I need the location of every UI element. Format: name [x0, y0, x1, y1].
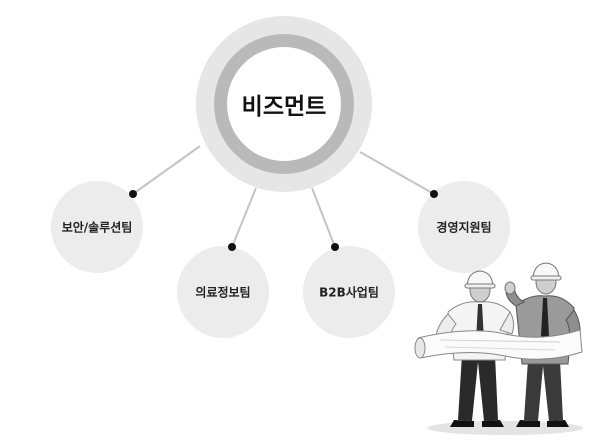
center-inner — [227, 47, 341, 161]
dot-management — [430, 190, 438, 198]
node-security — [51, 181, 143, 273]
node-label-b2b: B2B사업팀 — [319, 285, 379, 300]
connector-management — [359, 151, 435, 195]
node-management — [418, 181, 510, 273]
node-medical — [177, 246, 269, 338]
connector-security — [132, 145, 201, 195]
connector-b2b — [311, 187, 336, 248]
dot-security — [129, 190, 137, 198]
dot-medical — [228, 243, 236, 251]
blueprint-roll — [417, 329, 583, 360]
node-label-medical: 의료정보팀 — [195, 285, 251, 300]
node-label-management: 경영지원팀 — [436, 220, 492, 235]
node-b2b — [303, 246, 395, 338]
dot-b2b — [331, 243, 339, 251]
node-label-security: 보안/솔루션팀 — [61, 220, 133, 235]
center-title: 비즈먼트 — [241, 94, 327, 120]
engineers-illustration — [414, 262, 583, 435]
connector-medical — [231, 187, 257, 248]
